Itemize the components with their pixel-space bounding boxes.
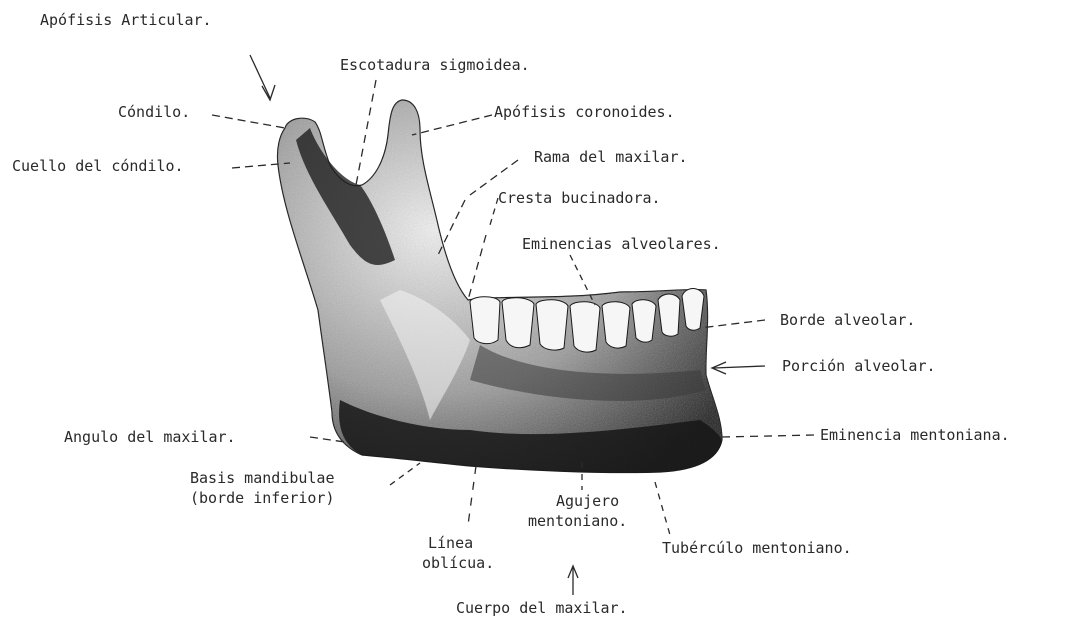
leader-cresta-down	[468, 235, 486, 300]
tooth	[570, 302, 600, 352]
label-cuello-condilo: Cuello del cóndilo.	[12, 156, 184, 176]
leader-linea	[468, 466, 476, 525]
label-basis-line2: (borde inferior)	[190, 488, 335, 508]
label-eminencias-alveolares: Eminencias alveolares.	[522, 234, 721, 254]
label-rama-maxilar: Rama del maxilar.	[534, 147, 688, 167]
label-apofisis-coronoides: Apófisis coronoides.	[494, 102, 675, 122]
leader-cresta	[490, 198, 498, 225]
label-basis-line1: Basis mandibulae	[190, 468, 335, 488]
tooth	[502, 298, 534, 348]
label-cresta-bucinadora: Cresta bucinadora.	[498, 188, 661, 208]
label-escotadura-sigmoidea: Escotadura sigmoidea.	[340, 55, 530, 75]
leader-condilo	[212, 115, 285, 128]
label-borde-alveolar: Borde alveolar.	[780, 310, 915, 330]
leader-escotadura	[356, 80, 376, 185]
tooth	[536, 300, 568, 350]
label-linea-line1: Línea	[428, 533, 473, 553]
leader-coronoides	[412, 115, 492, 135]
leader-apofisis-articular	[250, 55, 270, 98]
tooth	[602, 302, 630, 348]
label-cuerpo-maxilar: Cuerpo del maxilar.	[456, 598, 628, 618]
label-tuberculo-mentoniano: Tubércúlo mentoniano.	[662, 538, 852, 558]
leader-tuberculo	[655, 482, 670, 535]
label-apofisis-articular: Apófisis Articular.	[40, 10, 212, 30]
label-agujero-line2: mentoniano.	[528, 511, 627, 531]
label-agujero-line1: Agujero	[556, 491, 619, 511]
leader-porcion	[714, 366, 765, 368]
label-porcion-alveolar: Porción alveolar.	[782, 356, 936, 376]
leader-borde	[700, 320, 765, 328]
tooth	[632, 300, 656, 342]
label-linea-line2: oblícua.	[422, 553, 494, 573]
arrow-head	[262, 85, 275, 100]
leader-rama-down	[438, 200, 465, 255]
leader-eminencia-ment	[722, 435, 815, 437]
tooth	[658, 294, 680, 336]
leader-basis	[390, 463, 420, 485]
label-condilo: Cóndilo.	[118, 102, 190, 122]
label-eminencia-mentoniana: Eminencia mentoniana.	[820, 425, 1010, 445]
tooth	[682, 289, 704, 331]
label-angulo-maxilar: Angulo del maxilar.	[64, 427, 236, 447]
tooth	[470, 297, 500, 344]
